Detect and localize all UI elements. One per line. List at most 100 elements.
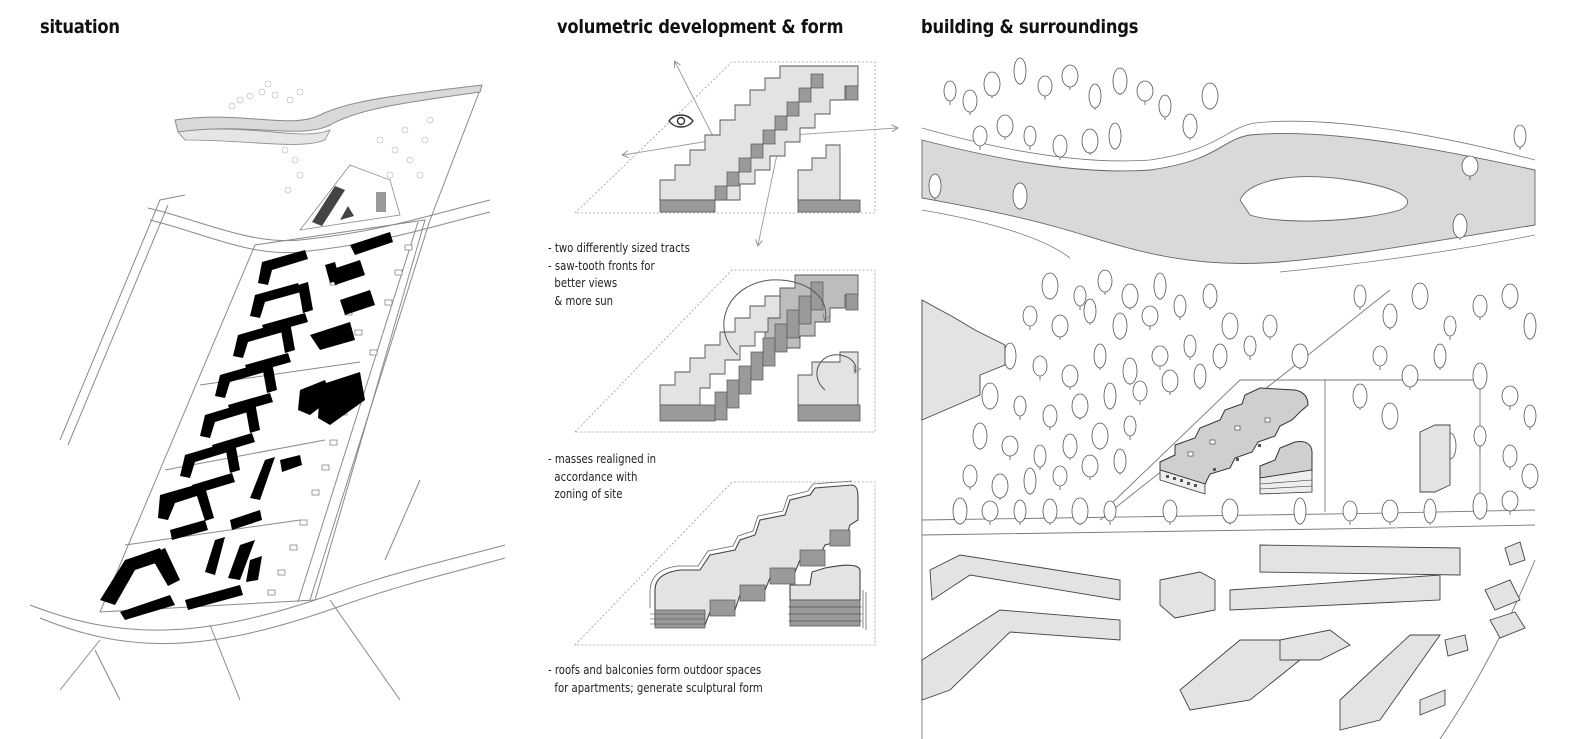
tree-canopy [1037, 75, 1053, 97]
tree-canopy [1501, 490, 1519, 512]
balcony-lines-3 [650, 613, 705, 625]
tree-canopy [1342, 500, 1358, 522]
note-step-1-line-2: - saw-tooth fronts for [548, 257, 655, 273]
road-branch [59, 599, 401, 701]
tree-canopy [1122, 357, 1138, 385]
road-east-2 [297, 221, 419, 603]
view-axis-2 [623, 139, 716, 155]
project-roof-large [1159, 387, 1309, 485]
east-tower [1419, 424, 1451, 493]
south-block-6 [1484, 579, 1521, 611]
tree-canopy [1112, 312, 1128, 340]
tree-canopy [1243, 335, 1257, 357]
tree-canopy [1501, 283, 1519, 309]
tree-canopy [962, 464, 978, 488]
east-road [1439, 559, 1536, 739]
tree-canopy [1153, 272, 1167, 300]
tree-canopy [1112, 67, 1128, 95]
tree-canopy [1023, 125, 1037, 147]
tree-canopy [1472, 492, 1488, 520]
note-step-3: - roofs and balconies form outdoor space… [548, 661, 763, 696]
tree-canopy [1151, 345, 1169, 367]
note-step-1-line-3: better views [548, 275, 618, 290]
tree-canopy [1502, 444, 1518, 468]
road-north [147, 199, 491, 242]
diagram-step-2 [574, 269, 876, 433]
tree-canopy [981, 382, 999, 410]
tree-canopy [1473, 425, 1487, 447]
diagram-step-3 [574, 480, 876, 646]
eye-icon [668, 114, 694, 128]
tree-canopy [952, 497, 968, 525]
road-west-2 [67, 204, 169, 446]
situation-site-plan [29, 80, 506, 701]
tree-canopy [1382, 303, 1398, 329]
south-block-9 [1444, 634, 1469, 657]
small-houses [267, 244, 413, 596]
south-block-10 [1419, 689, 1446, 716]
tree-canopy [1401, 364, 1419, 388]
south-block-1 [921, 609, 1121, 701]
river-bank-path-2 [921, 209, 1536, 273]
tree-canopy [1061, 64, 1079, 88]
tree-canopy [1022, 305, 1038, 327]
tree-canopy [1212, 343, 1228, 369]
tree-canopy [1411, 282, 1429, 310]
diagram-step-1 [574, 62, 897, 245]
tree-canopy [1521, 463, 1539, 489]
tree-canopy [1193, 363, 1207, 389]
large-tract-base-2 [659, 404, 716, 422]
project-building [1159, 387, 1313, 495]
tree-canopy [1121, 283, 1139, 309]
road-east-far [429, 89, 481, 221]
view-axis-1 [675, 62, 716, 141]
trees [928, 57, 1539, 525]
project-roof-small [1259, 441, 1313, 479]
tree-canopy [981, 500, 999, 522]
south-block-8 [1504, 541, 1526, 566]
tree-canopy [1123, 415, 1137, 437]
sculpted-tract-large-outline [649, 480, 853, 608]
tree-canopy [1443, 315, 1457, 337]
tree-canopy [1113, 448, 1127, 474]
tree-canopy [1202, 283, 1218, 309]
view-axis-4 [758, 139, 781, 245]
tree-canopy [1088, 83, 1102, 109]
main-street-2 [921, 524, 1536, 536]
tree-canopy [972, 125, 988, 147]
note-step-3-line-2: for apartments; generate sculptural form [548, 679, 763, 695]
site-parallelogram-3 [574, 481, 876, 646]
large-tract-front [659, 295, 781, 406]
tree-canopy [983, 71, 1001, 97]
situation-heading: situation [40, 16, 120, 38]
tree-canopy [1433, 343, 1447, 369]
sawtooth-row-west [929, 554, 1121, 601]
river-bank-path [921, 120, 1536, 162]
project-building-a [312, 186, 345, 226]
small-tract-base-1 [797, 199, 861, 213]
tree-canopy [972, 422, 988, 450]
tree-canopy [1182, 113, 1198, 139]
south-block-5 [1339, 634, 1441, 731]
tree-canopy [1052, 465, 1068, 487]
tree-canopy [1032, 355, 1048, 377]
tree-canopy [1013, 499, 1027, 523]
tree-canopy [1062, 433, 1078, 459]
sawtooth-faces-2 [714, 281, 859, 421]
river [174, 84, 483, 133]
tree-canopy [1108, 122, 1122, 150]
river [921, 132, 1536, 264]
project-building-c [376, 192, 386, 212]
note-step-1-line-1: - two differently sized tracts [548, 240, 690, 255]
tree-canopy [1061, 364, 1079, 388]
volumetric-diagrams [574, 0, 920, 646]
long-slab [1259, 544, 1461, 576]
sawtooth-faces-1 [714, 73, 859, 201]
south-block-2 [1159, 571, 1216, 619]
tree-canopy [1073, 285, 1087, 307]
tree-canopy [1173, 294, 1187, 318]
tree-canopy [1042, 498, 1058, 524]
tree-canopy [1158, 94, 1172, 118]
tree-canopy [1081, 128, 1099, 154]
river-lower [177, 128, 331, 145]
